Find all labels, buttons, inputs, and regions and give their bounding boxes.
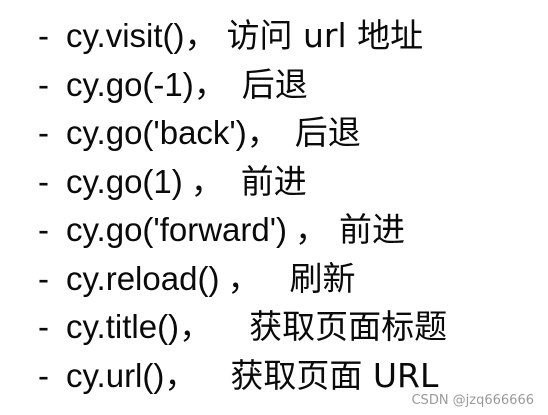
command-code: cy.url() bbox=[66, 356, 165, 394]
separator-comma: ， bbox=[246, 114, 280, 151]
bullet-dash: - bbox=[38, 356, 49, 394]
separator-comma: ， bbox=[179, 308, 213, 345]
command-description: 前进 bbox=[240, 161, 307, 201]
bullet-dash: - bbox=[38, 17, 49, 54]
bullet-dash: - bbox=[38, 259, 49, 297]
command-description: 刷新 bbox=[289, 258, 356, 298]
command-description: 前进 bbox=[339, 210, 406, 249]
command-code: cy.go(-1) bbox=[66, 65, 194, 103]
bullet-dash: - bbox=[38, 211, 49, 248]
list-item: -cy.visit()，访问 url 地址 bbox=[38, 12, 447, 61]
command-code: cy.go(1) bbox=[66, 162, 183, 200]
csdn-watermark: CSDN @jzq666666 bbox=[411, 393, 534, 408]
list-item: -cy.go(-1)， 后退 bbox=[38, 61, 447, 110]
bullet-dash: - bbox=[38, 308, 49, 345]
command-code: cy.go('back') bbox=[66, 114, 247, 151]
separator-comma: ， bbox=[227, 259, 261, 297]
command-description: 获取页面 URL bbox=[230, 355, 439, 395]
list-item: -cy.go('forward')， 前进 bbox=[38, 206, 447, 255]
command-code: cy.title() bbox=[66, 308, 180, 345]
command-code: cy.reload() bbox=[66, 259, 220, 297]
list-item: -cy.url()， 获取页面 URL bbox=[38, 352, 447, 401]
separator-comma: ， bbox=[295, 211, 329, 248]
list-item: -cy.reload()， 刷新 bbox=[38, 255, 447, 304]
cypress-command-list: -cy.visit()，访问 url 地址 -cy.go(-1)，后退 -cy.… bbox=[38, 12, 447, 400]
list-item: -cy.go(1)， 前进 bbox=[38, 158, 447, 207]
bullet-dash: - bbox=[38, 162, 49, 200]
command-description: 后退 bbox=[294, 113, 361, 152]
separator-comma: ， bbox=[190, 162, 224, 200]
bullet-dash: - bbox=[38, 114, 49, 151]
command-code: cy.go('forward') bbox=[66, 211, 288, 248]
separator-comma: ， bbox=[184, 17, 218, 54]
command-description: 后退 bbox=[241, 64, 308, 104]
separator-comma: ， bbox=[193, 65, 227, 103]
command-description: 访问 url 地址 bbox=[226, 16, 424, 55]
bullet-dash: - bbox=[38, 65, 49, 103]
list-item: -cy.title()， 获取页面标题 bbox=[38, 303, 447, 352]
list-item: -cy.go('back')， 后退 bbox=[38, 109, 447, 158]
command-code: cy.visit() bbox=[66, 17, 185, 54]
command-description: 获取页面标题 bbox=[249, 307, 448, 346]
separator-comma: ， bbox=[164, 356, 198, 394]
